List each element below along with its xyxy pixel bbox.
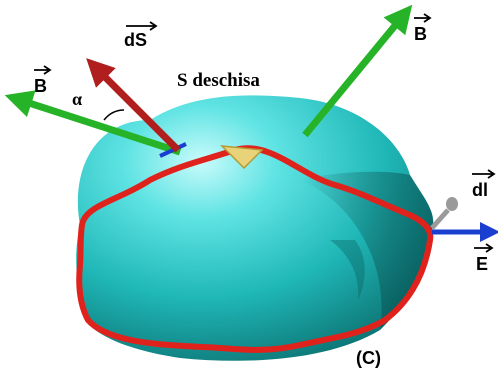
dl-label: dl bbox=[472, 180, 488, 200]
b-arrow-top bbox=[302, 4, 413, 138]
dl-arrow-head bbox=[446, 197, 458, 211]
e-label: E bbox=[476, 254, 488, 274]
b-left-vector-icon bbox=[34, 65, 52, 75]
surface-label: S deschisa bbox=[177, 70, 260, 91]
contour-label: (C) bbox=[356, 348, 381, 368]
dl-arrow bbox=[430, 208, 450, 230]
alpha-label: α bbox=[72, 89, 82, 109]
ds-vector-icon bbox=[126, 21, 158, 31]
direction-cone bbox=[219, 145, 264, 170]
surface-fold bbox=[330, 240, 365, 300]
ds-arrow bbox=[86, 58, 181, 153]
b-top-vector-icon bbox=[414, 13, 432, 23]
b-arrow-left bbox=[4, 90, 182, 156]
tangent-marker bbox=[159, 142, 187, 158]
e-vector-icon bbox=[474, 243, 494, 253]
ds-label: dS bbox=[124, 30, 147, 50]
dl-vector-icon bbox=[472, 169, 496, 179]
contour-c bbox=[76, 145, 434, 353]
alpha-arc bbox=[103, 109, 125, 121]
b-left-label: B bbox=[34, 76, 47, 96]
open-surface bbox=[76, 95, 434, 361]
b-top-label: B bbox=[414, 24, 427, 44]
